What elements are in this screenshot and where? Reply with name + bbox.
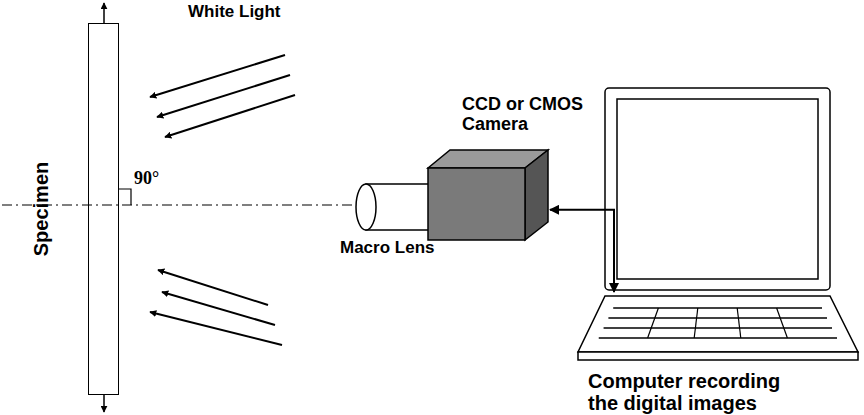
specimen-bar: Specimen	[88, 23, 119, 395]
load-arrow	[103, 395, 105, 412]
light-label: White Light	[188, 2, 281, 22]
angle-label: 90°	[134, 168, 159, 189]
connector-arrow	[550, 210, 614, 292]
node-label: Computer recording the digital images	[588, 370, 803, 414]
optical-axis	[2, 204, 356, 205]
laptop-base	[575, 292, 864, 367]
camera-box: CCD or CMOS Camera	[428, 150, 550, 242]
laptop-screen	[605, 88, 830, 290]
node-label: CCD or CMOS Camera	[462, 95, 597, 135]
lens-label: Macro Lens	[340, 238, 434, 258]
node-label: Specimen	[30, 149, 52, 269]
light-rays	[150, 55, 295, 345]
camera-body	[428, 150, 548, 240]
right-angle-mark	[119, 189, 131, 205]
computer: Computer recording the digital images	[575, 292, 864, 414]
load-arrow	[103, 3, 105, 23]
macro-lens	[356, 184, 430, 230]
